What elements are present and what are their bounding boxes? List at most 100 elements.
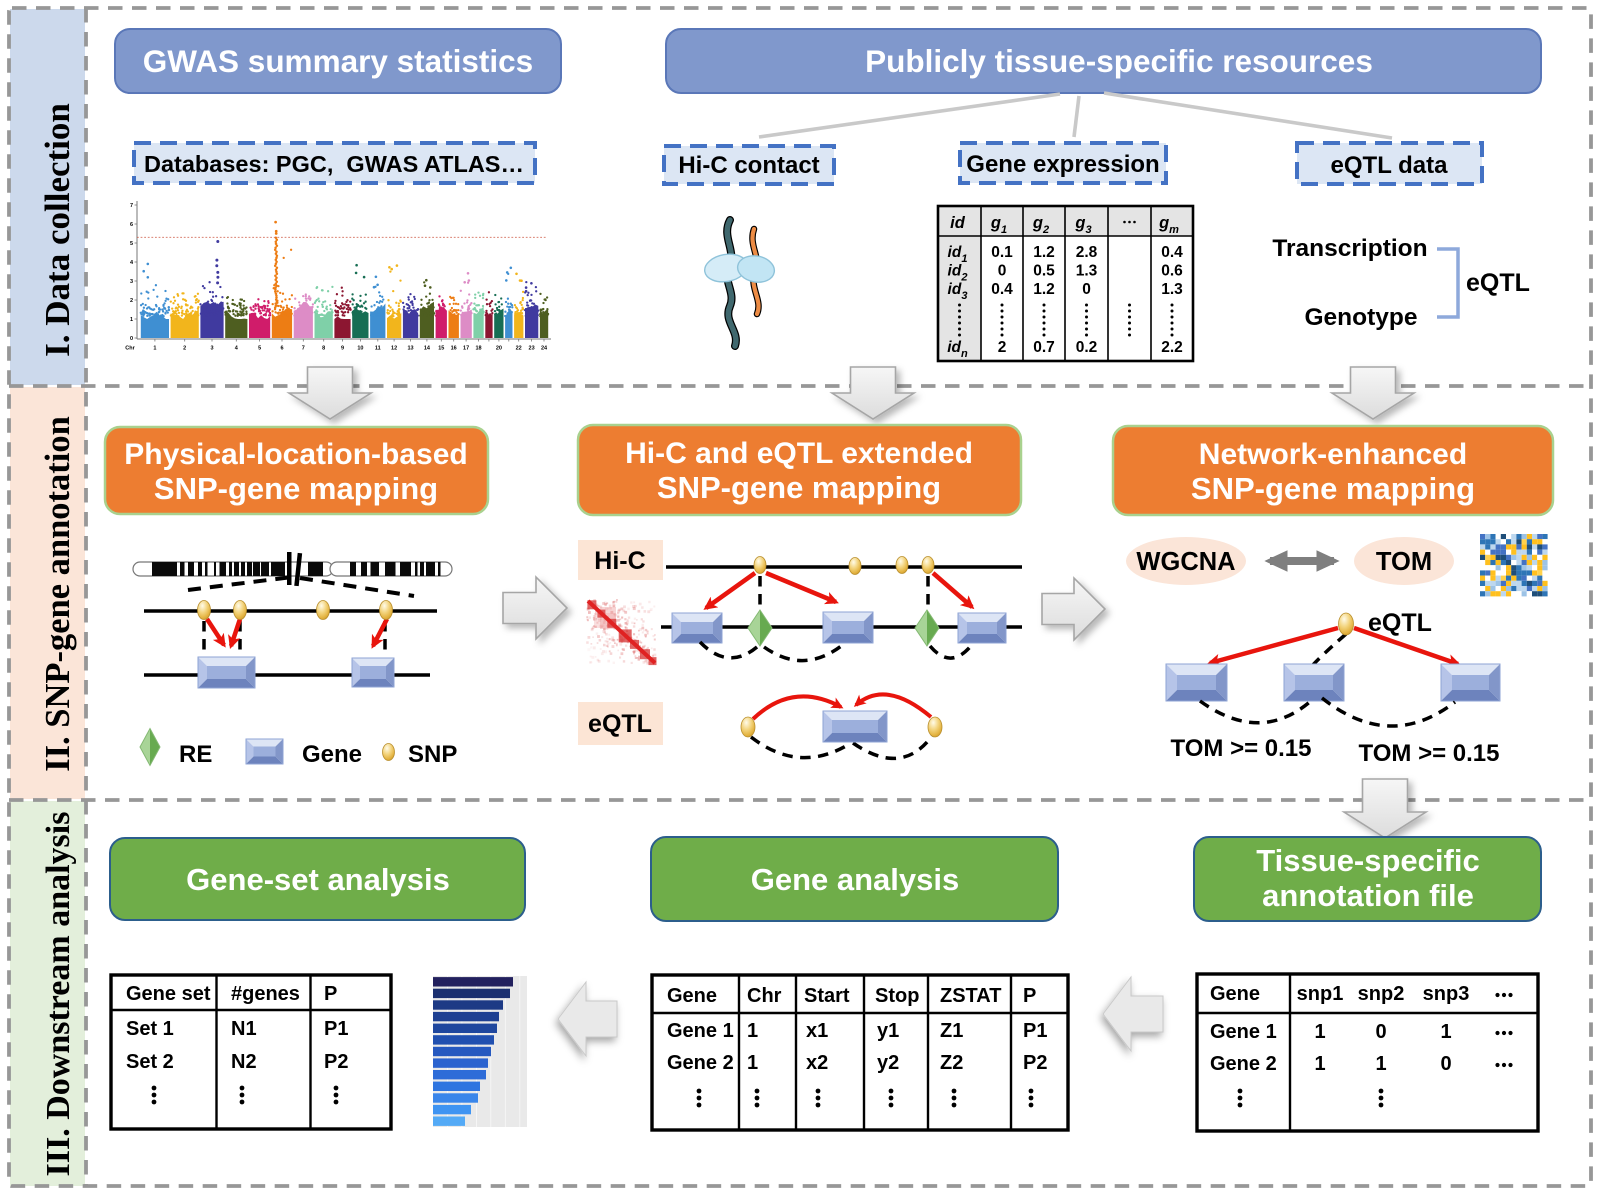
svg-text:P: P: [1023, 985, 1036, 1007]
svg-text:x2: x2: [806, 1052, 828, 1074]
svg-text:snp2: snp2: [1358, 983, 1405, 1005]
svg-text:snp1: snp1: [1297, 983, 1344, 1005]
svg-text:GWAS summary statistics: GWAS summary statistics: [143, 43, 533, 79]
svg-text:Stop: Stop: [875, 985, 919, 1007]
svg-text:2: 2: [998, 339, 1007, 356]
svg-text:10: 10: [357, 346, 363, 352]
svg-text:N2: N2: [231, 1051, 257, 1073]
svg-text:y1: y1: [877, 1020, 899, 1042]
svg-text:16: 16: [451, 346, 457, 352]
svg-text:14: 14: [424, 346, 431, 352]
svg-text:Start: Start: [804, 985, 850, 1007]
svg-text:Gene set: Gene set: [126, 983, 211, 1005]
svg-text:Network-enhanced: Network-enhanced: [1199, 438, 1467, 471]
svg-text:Gene: Gene: [667, 985, 717, 1007]
svg-text:#genes: #genes: [231, 983, 300, 1005]
svg-text:Publicly tissue-specific resou: Publicly tissue-specific resources: [865, 43, 1373, 79]
svg-text:eQTL: eQTL: [1466, 269, 1530, 297]
svg-text:7: 7: [130, 203, 133, 209]
svg-text:P2: P2: [324, 1051, 348, 1073]
svg-text:TOM >= 0.15: TOM >= 0.15: [1359, 740, 1500, 767]
svg-text:0: 0: [1375, 1021, 1386, 1043]
svg-text:0.5: 0.5: [1033, 263, 1055, 280]
svg-text:13: 13: [407, 346, 413, 352]
svg-text:eQTL data: eQTL data: [1331, 152, 1449, 179]
svg-text:1: 1: [153, 346, 156, 352]
svg-text:0.4: 0.4: [1161, 244, 1183, 261]
svg-text:11: 11: [375, 346, 381, 352]
svg-text:6: 6: [280, 346, 283, 352]
svg-text:17: 17: [463, 346, 469, 352]
svg-text:P2: P2: [1023, 1052, 1047, 1074]
svg-text:15: 15: [438, 346, 444, 352]
svg-text:SNP-gene mapping: SNP-gene mapping: [1191, 471, 1475, 506]
svg-text:8: 8: [322, 346, 325, 352]
svg-text:Tissue-specific: Tissue-specific: [1256, 843, 1479, 878]
svg-text:1: 1: [747, 1052, 758, 1074]
svg-text:Chr: Chr: [747, 985, 782, 1007]
svg-text:1: 1: [1375, 1053, 1386, 1075]
svg-text:Gene 1: Gene 1: [1210, 1021, 1277, 1043]
svg-text:5: 5: [130, 241, 133, 247]
svg-text:1: 1: [1314, 1053, 1325, 1075]
svg-text:y2: y2: [877, 1052, 899, 1074]
svg-text:Databases: PGC, GWAS ATLAS…: Databases: PGC, GWAS ATLAS…: [144, 151, 524, 177]
svg-text:Physical-location-based: Physical-location-based: [124, 438, 467, 471]
svg-text:TOM: TOM: [1376, 548, 1432, 576]
svg-text:Gene 2: Gene 2: [1210, 1053, 1277, 1075]
svg-text:Z1: Z1: [940, 1020, 963, 1042]
svg-text:2.8: 2.8: [1076, 244, 1098, 261]
svg-text:Gene expression: Gene expression: [966, 151, 1159, 178]
svg-text:9: 9: [341, 346, 344, 352]
svg-text:4: 4: [235, 346, 239, 352]
svg-text:Genotype: Genotype: [1305, 304, 1418, 331]
svg-text:22: 22: [516, 346, 522, 352]
svg-text:6: 6: [130, 222, 133, 228]
svg-text:1: 1: [130, 317, 133, 323]
svg-text:SNP: SNP: [408, 741, 457, 768]
svg-text:II. SNP-gene annotation: II. SNP-gene annotation: [39, 416, 77, 772]
svg-text:Gene: Gene: [1210, 983, 1260, 1005]
svg-text:3: 3: [210, 346, 213, 352]
svg-text:Gene analysis: Gene analysis: [751, 862, 960, 897]
svg-text:0.6: 0.6: [1161, 263, 1183, 280]
svg-text:1.3: 1.3: [1076, 263, 1098, 280]
svg-text:0: 0: [1440, 1053, 1451, 1075]
svg-text:2: 2: [130, 298, 133, 304]
svg-text:23: 23: [529, 346, 535, 352]
svg-text:snp3: snp3: [1423, 983, 1470, 1005]
svg-text:SNP-gene mapping: SNP-gene mapping: [657, 470, 941, 505]
svg-text:1: 1: [1314, 1021, 1325, 1043]
svg-text:ZSTAT: ZSTAT: [940, 985, 1001, 1007]
svg-text:SNP-gene mapping: SNP-gene mapping: [154, 471, 438, 506]
svg-text:eQTL: eQTL: [1368, 609, 1432, 637]
svg-text:1.2: 1.2: [1033, 281, 1055, 298]
svg-text:eQTL: eQTL: [588, 710, 652, 738]
svg-text:III. Downstream analysis: III. Downstream analysis: [40, 812, 77, 1177]
svg-text:Z2: Z2: [940, 1052, 963, 1074]
svg-text:Set 2: Set 2: [126, 1051, 174, 1073]
svg-text:18: 18: [475, 346, 481, 352]
svg-text:1: 1: [747, 1020, 758, 1042]
svg-text:Gene: Gene: [302, 741, 362, 768]
svg-text:20: 20: [496, 346, 502, 352]
svg-text:I. Data collection: I. Data collection: [38, 103, 77, 357]
svg-text:24: 24: [541, 346, 548, 352]
svg-text:0.7: 0.7: [1033, 339, 1055, 356]
svg-text:1: 1: [1440, 1021, 1451, 1043]
svg-text:P: P: [324, 983, 337, 1005]
svg-text:0: 0: [998, 263, 1007, 280]
svg-text:0: 0: [1082, 281, 1091, 298]
svg-text:2: 2: [183, 346, 186, 352]
svg-text:x1: x1: [806, 1020, 828, 1042]
svg-text:Chr: Chr: [125, 346, 135, 352]
svg-text:P1: P1: [1023, 1020, 1047, 1042]
svg-text:4: 4: [130, 260, 134, 266]
svg-text:Hi-C contact: Hi-C contact: [678, 152, 819, 179]
svg-text:Gene 2: Gene 2: [667, 1052, 734, 1074]
svg-text:3: 3: [130, 279, 133, 285]
svg-text:annotation file: annotation file: [1262, 878, 1474, 913]
svg-text:1.3: 1.3: [1161, 281, 1183, 298]
svg-text:0: 0: [130, 336, 133, 342]
svg-text:N1: N1: [231, 1018, 257, 1040]
